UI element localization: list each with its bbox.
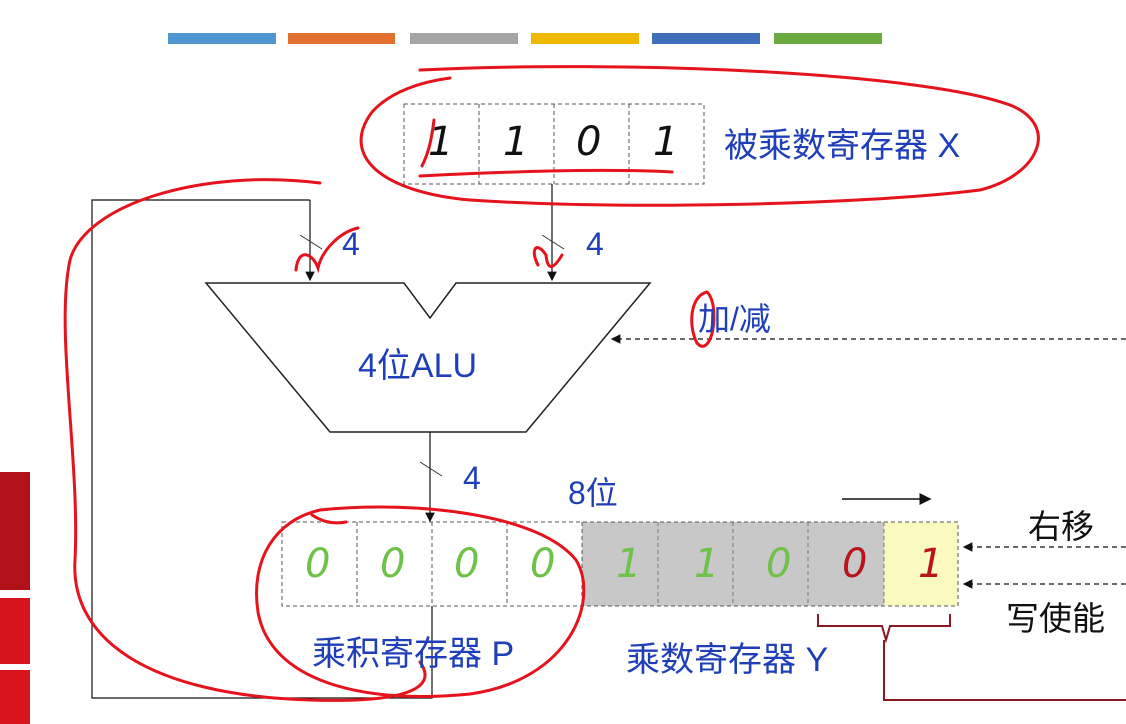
multiplicand-bit-1: 1	[428, 119, 454, 165]
alu-input-left-width: 4	[342, 226, 360, 262]
register-width-label: 8位	[568, 475, 618, 511]
multiplier-bit-3: 0	[766, 541, 792, 587]
product-bit-1: 0	[305, 541, 331, 587]
multiplier-register-label: 乘数寄存器 Y	[626, 641, 829, 679]
color-bar-2	[288, 33, 395, 44]
multiplicand-bit-3: 0	[576, 119, 602, 165]
side-tab-2[interactable]	[0, 598, 30, 664]
alu-shape	[204, 282, 652, 433]
product-register-label: 乘积寄存器 P	[312, 635, 515, 673]
multiplicand-bit-2: 1	[503, 119, 529, 165]
color-bar-4	[531, 33, 639, 44]
alu-output-width: 4	[463, 460, 481, 496]
multiplier-bit-2: 1	[694, 541, 720, 587]
product-bit-4: 0	[530, 541, 556, 587]
alu-control-label: 加/减	[698, 301, 771, 337]
color-bar-3	[410, 33, 518, 44]
shift-right-label: 右移	[1028, 508, 1094, 545]
product-bit-2: 0	[380, 541, 406, 587]
write-enable-label: 写使能	[1006, 600, 1105, 637]
multiplicand-register-label: 被乘数寄存器 X	[724, 127, 961, 165]
multiplier-bit-5: 1	[918, 541, 944, 587]
side-tab-1[interactable]	[0, 472, 30, 590]
color-bar-1	[168, 33, 276, 44]
annotation-circle-p	[255, 505, 586, 698]
annotation-circle-x	[359, 65, 1040, 207]
side-tab-3[interactable]	[0, 670, 30, 724]
alu-label: 4位ALU	[358, 347, 478, 385]
color-bar-5	[652, 33, 760, 44]
multiplicand-bit-4: 1	[653, 119, 679, 165]
multiplier-bit-4: 0	[842, 541, 868, 587]
alu-input-right-width: 4	[586, 226, 604, 262]
multiplier-bit-1: 1	[616, 541, 642, 587]
product-bit-3: 0	[454, 541, 480, 587]
color-bar-6	[774, 33, 882, 44]
